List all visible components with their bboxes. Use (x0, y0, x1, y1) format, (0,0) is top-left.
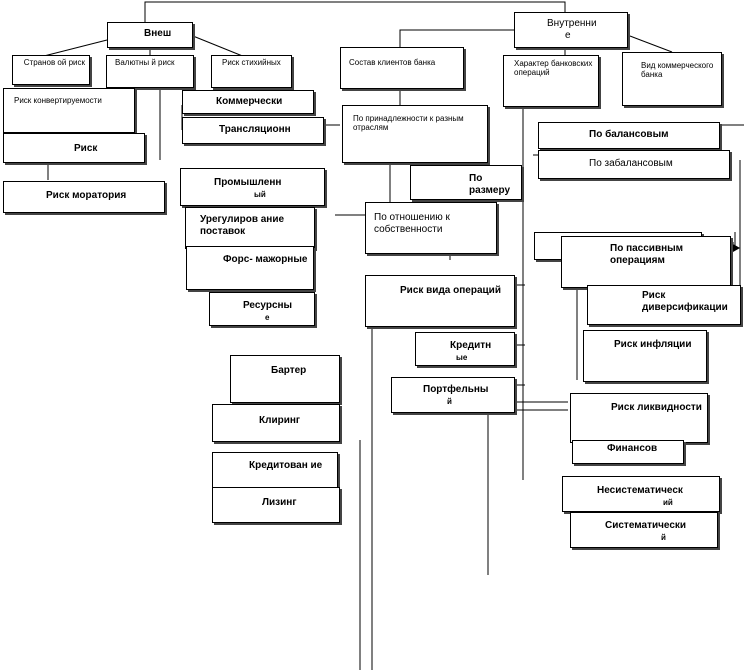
convertibility-risk-node: Риск конвертируемости (3, 88, 135, 133)
moratorium-risk-node: Риск моратория (3, 181, 165, 213)
crediting-node: Кредитован ие (212, 452, 338, 492)
internal-label: Внутренни (547, 18, 597, 29)
industrial-suffix: ый (254, 189, 266, 199)
natural-risk-node: Риск стихийных (211, 55, 292, 88)
unsystematic-suffix: ий (663, 497, 673, 507)
leasing-node: Лизинг (212, 487, 340, 523)
portfolio-suffix: й (447, 396, 452, 406)
clearing-node: Клиринг (212, 404, 340, 442)
resource-suffix: е (265, 312, 270, 322)
resource-label: Ресурсны (243, 300, 293, 311)
client-composition-node: Состав клиентов банка (340, 47, 464, 89)
by-ownership-node: По отношению к собственности (365, 202, 497, 254)
off-balance-node: По забалансовым (538, 150, 730, 179)
by-liabilities-node: По пассивным операциям (561, 236, 731, 288)
industrial-label: Промышленн (214, 177, 282, 188)
supply-regulation-node: Урегулиров ание поставок (185, 207, 315, 249)
barter-node: Бартер (230, 355, 340, 403)
systematic-suffix: й (661, 532, 666, 542)
liquidity-risk-node: Риск ликвидности (570, 393, 708, 443)
currency-risk-node: Валютны й риск (106, 55, 194, 88)
credit-label: Кредитн (450, 340, 492, 351)
operations-type-risk-node: Риск вида операций (365, 275, 515, 327)
inflation-risk-node: Риск инфляции (583, 330, 707, 382)
commercial-node: Коммерчески (182, 90, 314, 114)
by-industry-node: По принадлежности к разным отраслям (342, 105, 488, 163)
force-majeure-node: Форс- мажорные (186, 246, 314, 290)
by-size-node: По размеру (410, 165, 522, 200)
translation-node: Трансляционн (182, 117, 324, 144)
portfolio-node: Портфельны й (391, 377, 515, 413)
country-risk-node: Странов ой риск (12, 55, 90, 85)
credit-node: Кредитн ые (415, 332, 515, 366)
systematic-node: Систематически й (570, 512, 718, 548)
resource-node: Ресурсны е (209, 292, 315, 326)
diversification-risk-node: Риск диверсификации (587, 285, 741, 325)
risk-node: Риск (3, 133, 145, 163)
unsystematic-label: Несистематическ (597, 485, 683, 496)
financial-node: Финансов (572, 440, 684, 464)
unsystematic-node: Несистематическ ий (562, 476, 720, 512)
banking-operations-character-node: Характер банковских операций (503, 55, 599, 107)
credit-suffix: ые (456, 352, 468, 362)
external-risks-node: Внеш (107, 22, 193, 48)
portfolio-label: Портфельны (423, 384, 489, 395)
systematic-label: Систематически (605, 520, 687, 531)
bank-type-node: Вид коммерческого банка (622, 52, 722, 106)
internal-risks-node: Внутренни е (514, 12, 628, 48)
internal-suffix: е (565, 29, 571, 41)
industrial-node: Промышленн ый (180, 168, 325, 206)
on-balance-node: По балансовым (538, 122, 720, 149)
